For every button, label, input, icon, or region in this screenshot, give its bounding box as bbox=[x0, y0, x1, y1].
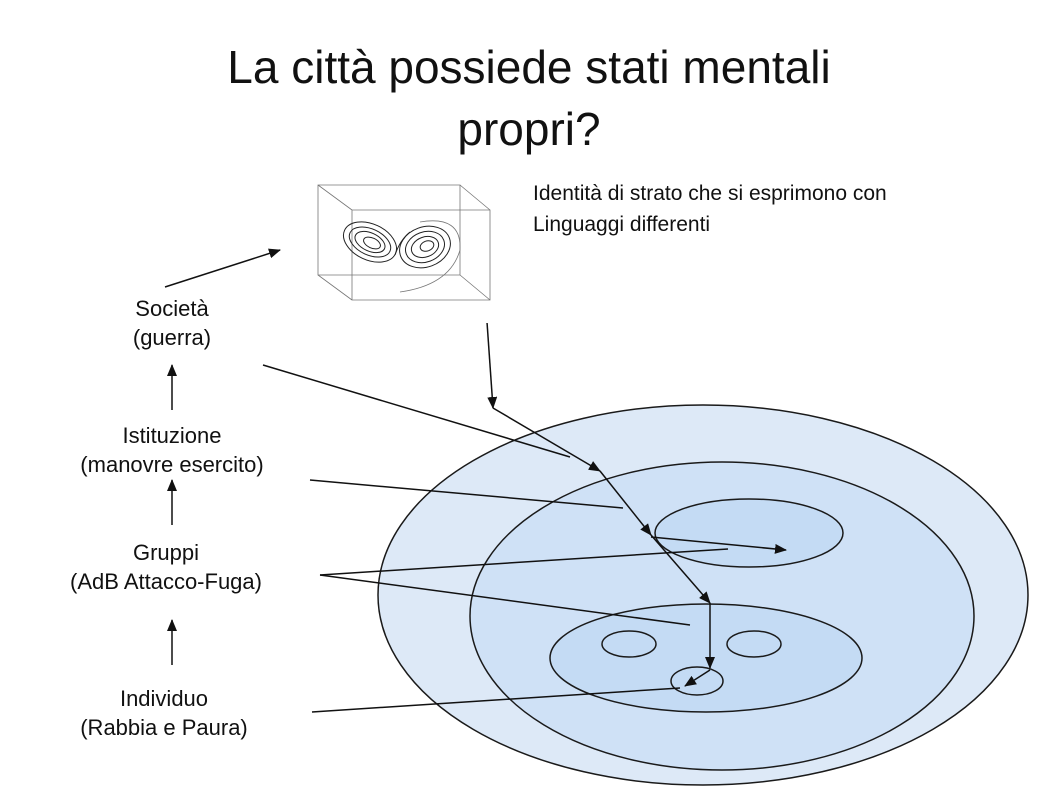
level-name: Individuo bbox=[119, 686, 209, 711]
chain-2 bbox=[599, 470, 652, 536]
chain-1 bbox=[492, 407, 601, 472]
line-individuo bbox=[311, 687, 681, 713]
bottom-inner-ellipse bbox=[549, 603, 863, 713]
slide-title-line2: propri? bbox=[457, 103, 601, 155]
level-detail: (Rabbia e Paura) bbox=[80, 715, 248, 740]
level-istituzione: Istituzione (manovre esercito) bbox=[80, 421, 263, 479]
line-istituzione bbox=[309, 479, 624, 509]
level-individuo: Individuo (Rabbia e Paura) bbox=[80, 684, 248, 742]
annotation-note: Identità di strato che si esprimono con … bbox=[533, 178, 887, 240]
line-gruppi-1 bbox=[319, 548, 729, 576]
lorenz-attractor-image bbox=[298, 173, 504, 323]
level-gruppi: Gruppi (AdB Attacco-Fuga) bbox=[70, 538, 262, 596]
line-societa bbox=[262, 364, 571, 458]
arrow-to-top-inner bbox=[650, 536, 787, 554]
arrow-attractor-down bbox=[486, 321, 498, 409]
note-line2: Linguaggi differenti bbox=[533, 213, 711, 236]
line-gruppi-2 bbox=[319, 574, 691, 626]
small-ellipse-right bbox=[726, 630, 782, 658]
level-societa: Società (guerra) bbox=[133, 294, 211, 352]
chain-5 bbox=[684, 669, 711, 687]
small-ellipse-left bbox=[601, 630, 657, 658]
slide-title-line1: La città possiede stati mentali bbox=[227, 41, 831, 93]
note-line1: Identità di strato che si esprimono con bbox=[533, 182, 887, 205]
small-ellipse-center bbox=[670, 666, 724, 696]
level-name: Istituzione bbox=[122, 423, 222, 448]
chain-3 bbox=[650, 534, 711, 604]
top-inner-ellipse bbox=[654, 498, 844, 568]
level-detail: (guerra) bbox=[132, 325, 212, 350]
level-detail: (AdB Attacco-Fuga) bbox=[70, 569, 262, 594]
level-name: Società bbox=[135, 296, 209, 321]
level-name: Gruppi bbox=[132, 540, 200, 565]
arrow-to-attractor bbox=[164, 248, 281, 288]
level-detail: (manovre esercito) bbox=[80, 452, 264, 477]
